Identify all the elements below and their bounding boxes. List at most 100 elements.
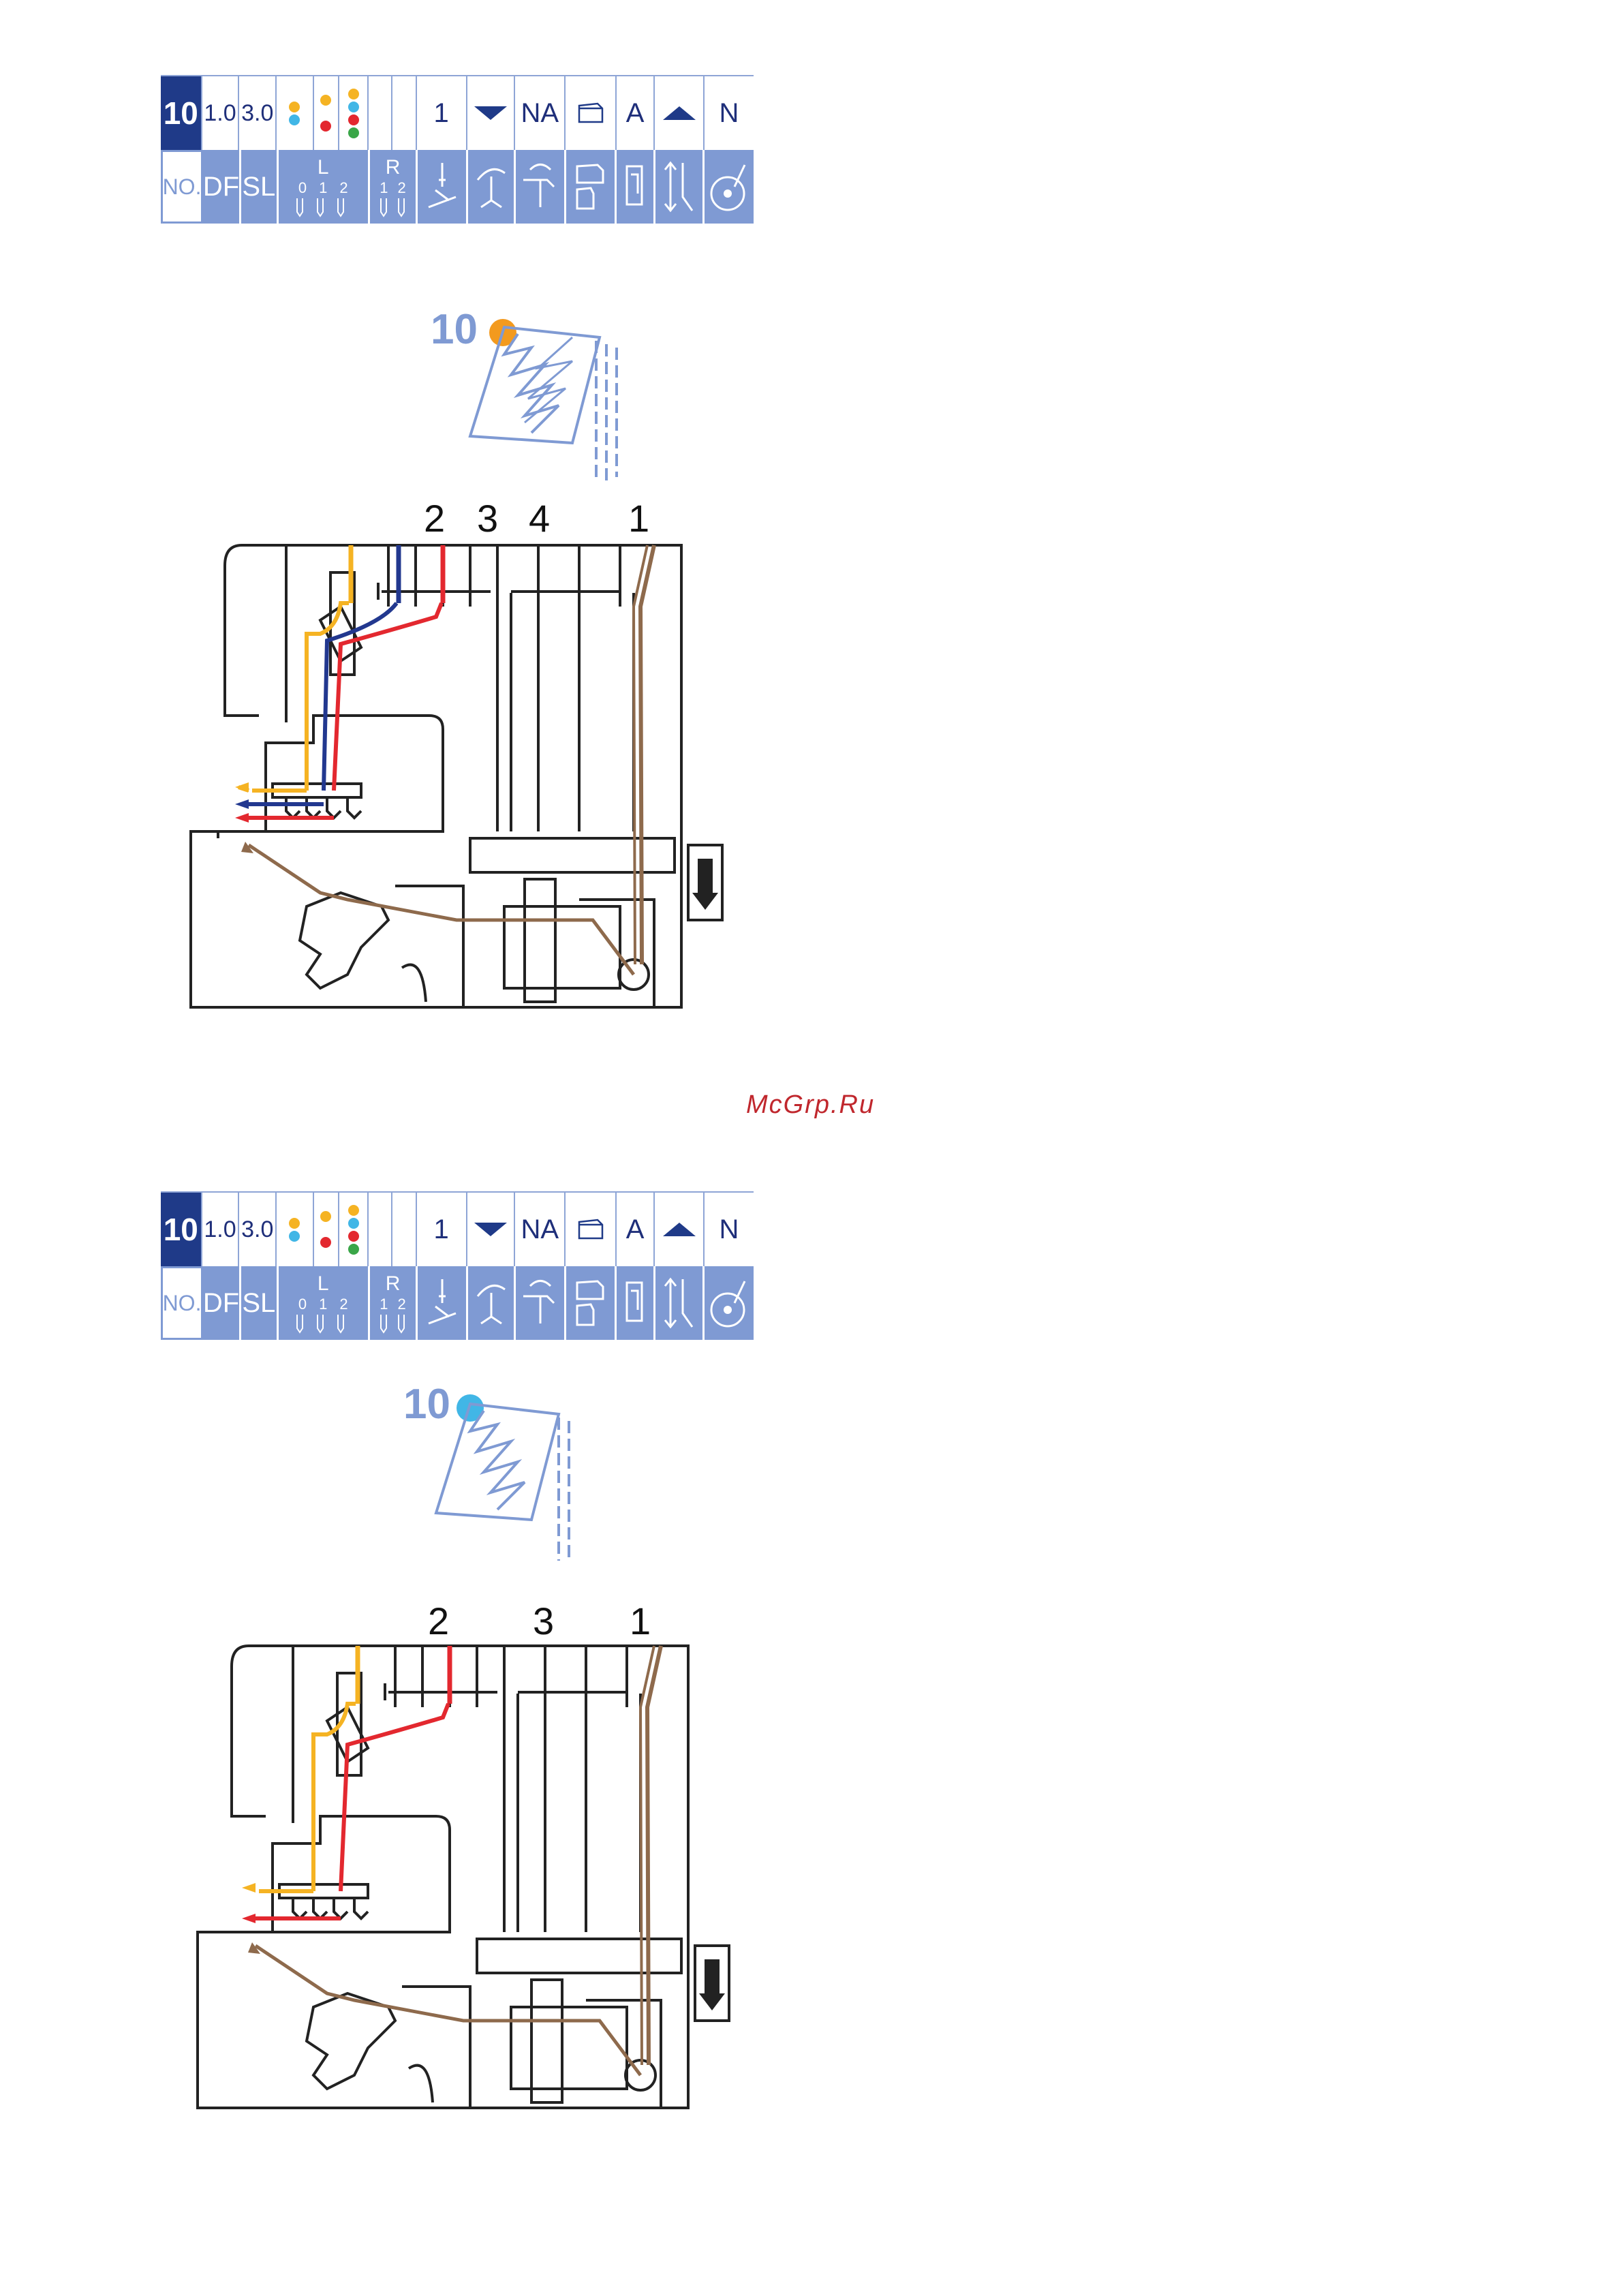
- lever-up-cell: [655, 1193, 704, 1266]
- sl-label: SL: [241, 150, 279, 224]
- stitch-number: 10: [161, 76, 202, 150]
- stitch-sample-icon: [429, 1383, 586, 1567]
- thread-label-2: 2: [424, 496, 445, 540]
- needle-plate-label: [418, 150, 468, 224]
- needle-plate-label: [418, 1266, 468, 1340]
- needles-icon: [289, 197, 357, 217]
- needles-right-icon: [373, 197, 414, 217]
- foot-a-icon: [621, 159, 649, 214]
- lever-up-cell: [655, 76, 704, 150]
- left-label: L: [318, 156, 329, 179]
- settings-labels-row: NO. DF SL L 0 1 2 R 1 2: [161, 1266, 754, 1340]
- left-needle-2-dots: [339, 1193, 369, 1266]
- right-needle-2-cell: [392, 1193, 416, 1266]
- right-needle-1-cell: [369, 76, 392, 150]
- na-value: NA: [515, 76, 566, 150]
- knife-label: [468, 150, 516, 224]
- lever-icon: [520, 159, 561, 214]
- arrow-down-icon: [474, 1223, 507, 1236]
- height-label: [655, 150, 705, 224]
- height-icon: [658, 1272, 699, 1334]
- handwheel-icon: [707, 159, 751, 214]
- settings-values-row: 10 1.0 3.0 1 NA A N: [161, 75, 754, 151]
- left-needle-dots: [277, 76, 314, 150]
- foot-label: [566, 1266, 617, 1340]
- right-needle-2-cell: [392, 76, 416, 150]
- sl-label: SL: [241, 1266, 279, 1340]
- threading-diagram-1: [184, 538, 729, 1015]
- foot-a-icon: [621, 1276, 649, 1330]
- presser-foot-cell: [566, 76, 616, 150]
- right-needle-1-cell: [369, 1193, 392, 1266]
- lever-icon: [520, 1276, 561, 1330]
- stitch-length-value: 3.0: [239, 1193, 277, 1266]
- foot-a-value: A: [617, 76, 655, 150]
- left-needles-label: L 0 1 2: [279, 150, 370, 224]
- height-icon: [658, 156, 699, 217]
- thread-label-1: 1: [630, 1599, 651, 1643]
- settings-table-2: 10 1.0 3.0 1 NA A N NO. DF SL L 0 1: [161, 1191, 754, 1340]
- l2-label: 2: [339, 1296, 347, 1313]
- handwheel-label: [705, 1266, 754, 1340]
- stitch-sample-icon: [463, 307, 627, 484]
- knife-icon: [471, 1276, 512, 1330]
- left-label: L: [318, 1272, 329, 1296]
- upper-knife-down-cell: [467, 1193, 515, 1266]
- l0-label: 0: [298, 179, 307, 197]
- presser-foot-cell: [566, 1193, 616, 1266]
- stitch-number: 10: [161, 1193, 202, 1266]
- l1-label: 1: [319, 179, 327, 197]
- thread-label-1: 1: [628, 496, 649, 540]
- settings-labels-row: NO. DF SL L 0 1 2 R 1 2: [161, 150, 754, 224]
- r1-label: 1: [380, 1296, 388, 1313]
- threading-diagram-2: [191, 1639, 736, 2116]
- lever-label: [516, 150, 566, 224]
- foot-icon: [577, 1218, 604, 1241]
- settings-values-row: 10 1.0 3.0 1 NA A N: [161, 1191, 754, 1268]
- needles-icon: [289, 1313, 357, 1334]
- n-value: N: [705, 76, 754, 150]
- watermark: McGrp.Ru: [746, 1090, 875, 1120]
- handwheel-icon: [707, 1276, 751, 1330]
- right-needles-label: R 1 2: [370, 150, 418, 224]
- no-label: NO.: [161, 150, 203, 224]
- arrow-down-icon: [474, 106, 507, 120]
- needles-right-icon: [373, 1313, 414, 1334]
- thread-label-3: 3: [533, 1599, 554, 1643]
- left-needle-1-dots: [314, 76, 339, 150]
- right-needles-label: R 1 2: [370, 1266, 418, 1340]
- no-label: NO.: [161, 1266, 203, 1340]
- r2-label: 2: [398, 1296, 406, 1313]
- needle-plate-icon: [422, 159, 463, 214]
- l1-label: 1: [319, 1296, 327, 1313]
- height-label: [655, 1266, 705, 1340]
- left-needle-1-dots: [314, 1193, 339, 1266]
- foot-a-label: [617, 150, 655, 224]
- left-needle-2-dots: [339, 76, 369, 150]
- r1-label: 1: [380, 179, 388, 197]
- knife-label: [468, 1266, 516, 1340]
- right-label: R: [386, 1272, 401, 1296]
- n-value: N: [705, 1193, 754, 1266]
- na-value: NA: [515, 1193, 566, 1266]
- foot-a-label: [617, 1266, 655, 1340]
- thread-label-4: 4: [529, 496, 550, 540]
- needle-plate-value: 1: [417, 1193, 467, 1266]
- foot-a-value: A: [617, 1193, 655, 1266]
- arrow-up-icon: [663, 1223, 696, 1236]
- knife-icon: [471, 159, 512, 214]
- r2-label: 2: [398, 179, 406, 197]
- right-label: R: [386, 156, 401, 179]
- arrow-up-icon: [663, 106, 696, 120]
- settings-table-1: 10 1.0 3.0 1 NA A N NO. DF SL L 0 1: [161, 75, 754, 224]
- l0-label: 0: [298, 1296, 307, 1313]
- foot-icon: [577, 102, 604, 125]
- differential-value: 1.0: [202, 1193, 240, 1266]
- handwheel-label: [705, 150, 754, 224]
- df-label: DF: [203, 1266, 241, 1340]
- presser-foot-icon: [570, 1276, 611, 1330]
- left-needles-label: L 0 1 2: [279, 1266, 370, 1340]
- needle-plate-icon: [422, 1276, 463, 1330]
- left-needle-dots: [277, 1193, 314, 1266]
- df-label: DF: [203, 150, 241, 224]
